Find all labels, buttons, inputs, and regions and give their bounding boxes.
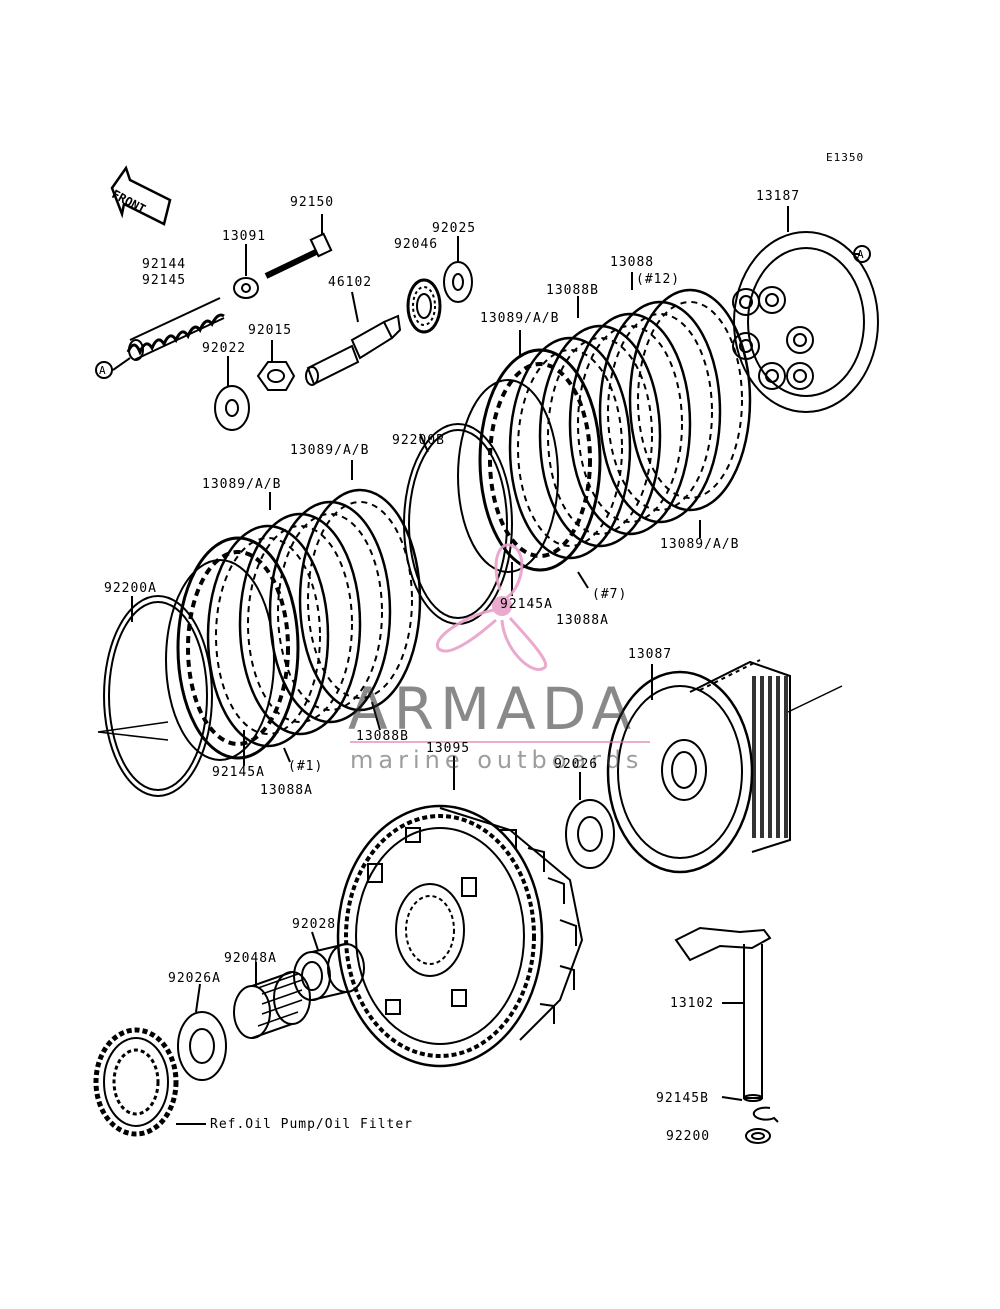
pressure-plate-13187-icon [732,231,879,413]
callout-a-right: A [857,248,865,261]
label-92145B: 92145B [656,1091,709,1106]
label-92145: 92145 [142,273,187,288]
label-13187: 13187 [756,189,801,204]
label-92200A: 92200A [104,581,157,596]
watermark-divider [350,741,650,743]
washer-92026-icon [565,799,615,869]
label-92200B: 92200B [392,433,445,448]
label-92150: 92150 [290,195,335,210]
bearing-92046-icon [406,278,442,334]
label-92022: 92022 [202,341,247,356]
label-92026A: 92026A [168,971,221,986]
washer-92026A-icon [177,1011,227,1081]
front-arrow-icon [110,165,172,226]
sleeve-92028-icon [293,943,365,1001]
label-13089-right: 13089/A/B [660,537,740,552]
clutch-hub-13087-icon [606,659,792,874]
label-note-1: (#1) [288,759,324,774]
label-13088B-bottom: 13088B [356,729,409,744]
label-92048A: 92048A [224,951,277,966]
label-13089-top: 13089/A/B [480,311,560,326]
oil-pump-gear-icon [93,1027,179,1137]
bolt-92150-icon [264,232,333,279]
label-13088A-left: 13088A [260,783,313,798]
watermark-title: ARMADA [348,675,638,743]
watermark-subtitle: marine outboards [350,746,644,774]
callout-a-left: A [99,364,107,377]
label-13088-12: 13088 [610,255,655,270]
clutch-housing-13095-icon [336,804,584,1068]
lower-friction-plate-stack-icon [165,488,422,761]
label-92015: 92015 [248,323,293,338]
label-92028: 92028 [292,917,337,932]
diagram-code: E1350 [826,151,865,164]
nut-13091-icon [233,277,259,299]
push-lever-shaft-13102-icon [674,926,772,1102]
label-13088A-mid: 13088A [556,613,609,628]
propeller-logo-icon [435,543,548,671]
label-92025: 92025 [432,221,477,236]
reference-note: Ref.Oil Pump/Oil Filter [210,1117,414,1132]
label-13087: 13087 [628,647,673,662]
label-13091: 13091 [222,229,267,244]
clutch-spring-icon [126,297,225,361]
needle-bearing-92048A-icon [233,971,311,1039]
label-46102: 46102 [328,275,373,290]
label-92145A-left: 92145A [212,765,265,780]
label-note-12: (#12) [636,272,681,287]
label-92144: 92144 [142,257,187,272]
label-13102: 13102 [670,996,715,1011]
pusher-46102-icon [305,314,402,386]
wire-ring-92200A-icon [103,595,213,797]
washer-92200-icon [745,1128,771,1144]
label-92145A-mid: 92145A [500,597,553,612]
label-92046: 92046 [394,237,439,252]
label-92026: 92026 [554,757,599,772]
label-note-7: (#7) [592,587,628,602]
label-13089-mid: 13089/A/B [290,443,370,458]
upper-friction-plate-stack-icon [457,288,752,573]
washer-92022-icon [214,385,250,431]
label-13095: 13095 [426,741,471,756]
label-92200: 92200 [666,1129,711,1144]
nut-92015-icon [256,361,296,391]
label-13089-left: 13089/A/B [202,477,282,492]
washer-92025-icon [443,261,473,303]
label-13088B-top: 13088B [546,283,599,298]
circlip-92145B-icon [752,1106,779,1123]
